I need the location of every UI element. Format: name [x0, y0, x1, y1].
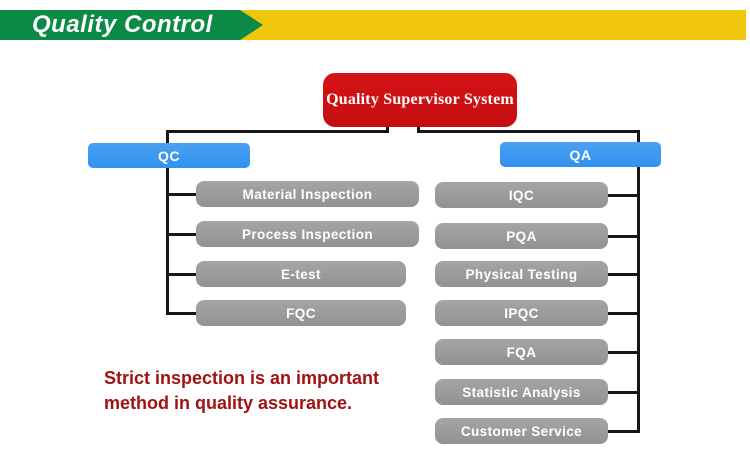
- node-ipqc: IPQC: [435, 300, 608, 326]
- connector-qc-stub-3: [166, 273, 196, 276]
- connector-qa-stub-3: [608, 273, 640, 276]
- page-title: Quality Control: [32, 11, 213, 38]
- connector-qc-stub-1: [166, 193, 196, 196]
- node-iqc: IQC: [435, 182, 608, 208]
- connector-qa-stub-5: [608, 351, 640, 354]
- node-material-inspection: Material Inspection: [196, 181, 419, 207]
- node-pqa: PQA: [435, 223, 608, 249]
- caption-line-1: Strict inspection is an important: [104, 368, 380, 388]
- connector-qa-stub-7: [608, 430, 640, 433]
- connector-qa-trunk: [637, 130, 640, 432]
- connector-qc-trunk: [166, 167, 169, 314]
- connector-left-horizontal: [166, 130, 389, 133]
- connector-qa-stub-4: [608, 312, 640, 315]
- banner-green-arrow: [0, 10, 263, 40]
- node-quality-supervisor-system: Quality Supervisor System: [323, 73, 517, 127]
- connector-qa-stub-6: [608, 391, 640, 394]
- node-fqa: FQA: [435, 339, 608, 365]
- banner-yellow-bar: [238, 10, 746, 40]
- connector-right-horizontal: [417, 130, 640, 133]
- connector-qa-stub-1: [608, 194, 640, 197]
- caption-line-2: method in quality assurance.: [104, 393, 353, 413]
- node-statistic-analysis: Statistic Analysis: [435, 379, 608, 405]
- node-fqc: FQC: [196, 300, 406, 326]
- node-e-test: E-test: [196, 261, 406, 287]
- connector-qc-drop: [166, 130, 169, 143]
- node-qc: QC: [88, 143, 250, 168]
- caption-text: Strict inspection is an important method…: [104, 366, 379, 416]
- connector-qc-stub-4: [166, 312, 196, 315]
- connector-qc-stub-2: [166, 233, 196, 236]
- node-customer-service: Customer Service: [435, 418, 608, 444]
- node-qa: QA: [500, 142, 661, 167]
- node-process-inspection: Process Inspection: [196, 221, 419, 247]
- node-physical-testing: Physical Testing: [435, 261, 608, 287]
- connector-qa-stub-2: [608, 235, 640, 238]
